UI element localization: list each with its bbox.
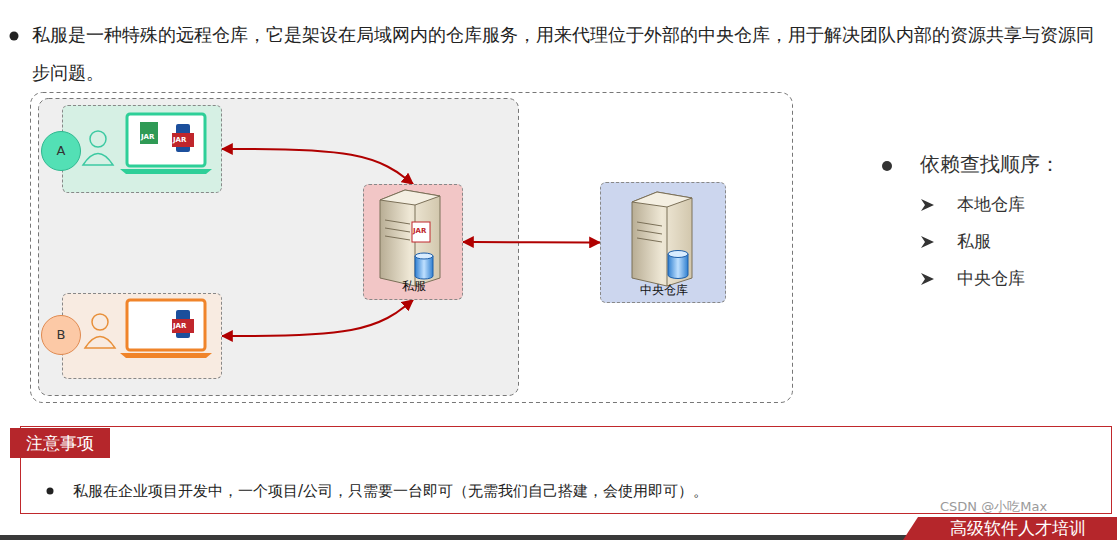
connector-arrow [222,300,413,336]
node-label: 私服 [402,279,426,293]
jar-tag: JAR [413,227,426,235]
server-icon [380,190,440,286]
connector-arrow [463,241,600,244]
watermark: CSDN @小吃Max [940,499,1047,515]
central-repo-box: 中央仓库 [600,182,726,303]
jar-tag: JAR [141,133,154,141]
bullet-dot [47,488,54,495]
outer-region [31,93,793,403]
footer-band: 高级软件人才培训 [918,517,1117,540]
notice-body: 私服在企业项目开发中，一个项目/公司，只需要一台即可（无需我们自己搭建，会使用即… [73,482,708,500]
list-item: 中央仓库 [957,268,1025,288]
list-heading: 依赖查找顺序： [920,152,1060,176]
connector-arrow [222,149,413,184]
list-item: 本地仓库 [957,194,1025,214]
client-box: B [62,293,222,379]
server-icon [632,192,692,286]
intro-paragraph: 私服是一种特殊的远程仓库，它是架设在局域网内的仓库服务，用来代理位于外部的中央仓… [32,16,1110,92]
client-badge: B [41,315,81,355]
client-badge: A [41,131,81,171]
lan-region [39,99,519,396]
node-label: 中央仓库 [640,283,688,297]
list-item: 私服 [957,231,991,251]
notice-heading: 注意事项 [10,428,110,458]
footer-text: 高级软件人才培训 [950,518,1086,538]
laptop-icon [120,300,212,358]
laptop-icon [120,114,212,174]
jar-tag: JAR [173,322,186,330]
list-markers [921,199,934,285]
bullet-dot [10,32,19,41]
jar-tag: JAR [173,136,186,144]
private-server-box: 私服 [363,184,463,300]
person-icon [85,314,115,348]
bullet-dot [882,161,892,171]
person-icon [83,131,113,165]
client-box: A [62,105,222,193]
